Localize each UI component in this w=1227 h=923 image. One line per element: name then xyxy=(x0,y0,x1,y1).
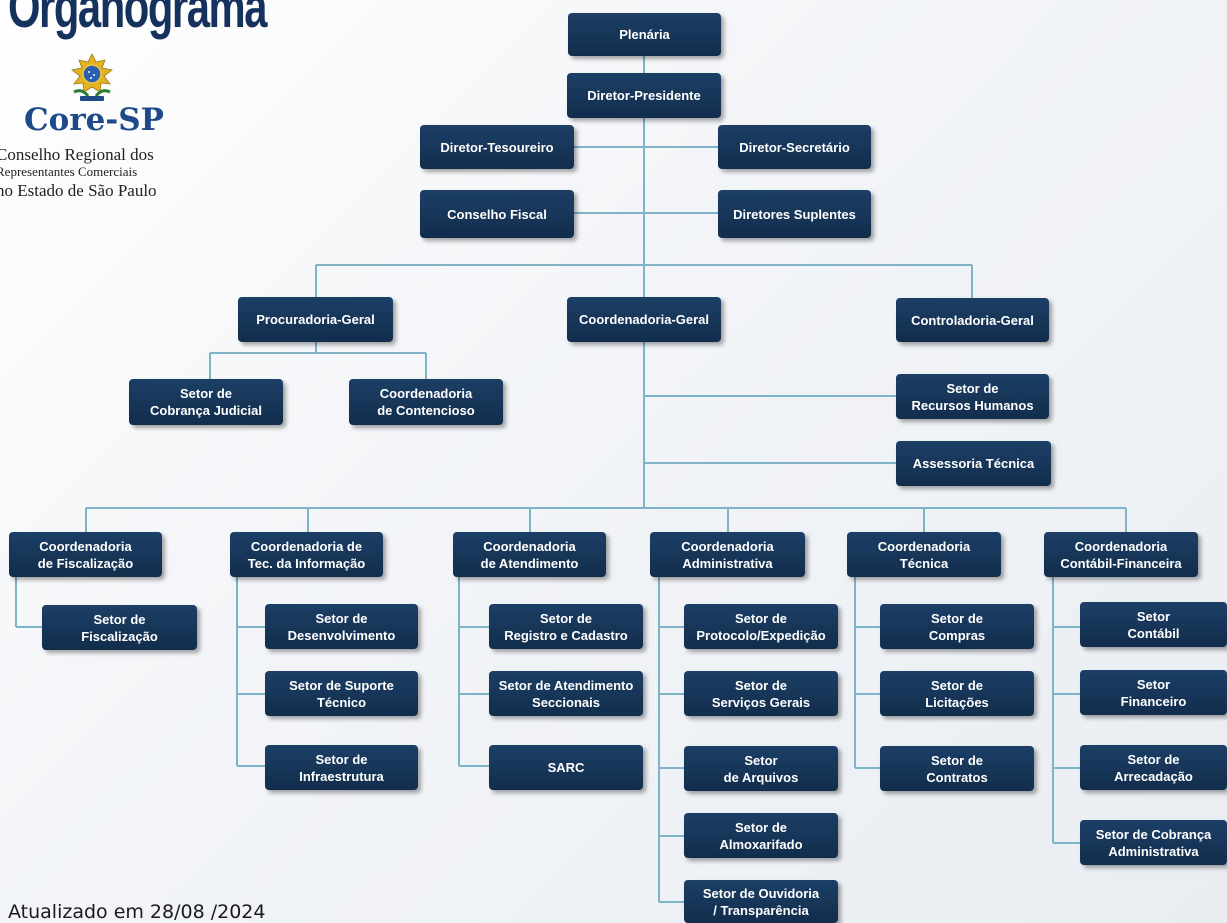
logo-line-1: Conselho Regional dos xyxy=(0,145,154,164)
node-setor-atendimento-seccionais: Setor de Atendimento Seccionais xyxy=(489,671,643,716)
node-setor-infraestrutura: Setor de Infraestrutura xyxy=(265,745,418,790)
node-diretores-suplentes: Diretores Suplentes xyxy=(718,190,871,238)
logo-name: Core-SP xyxy=(24,102,164,138)
node-setor-licitacoes: Setor de Licitações xyxy=(880,671,1034,716)
logo-line-3: no Estado de São Paulo xyxy=(0,181,157,200)
node-coord-tecnica: Coordenadoria Técnica xyxy=(847,532,1001,577)
node-setor-fiscalizacao: Setor de Fiscalização xyxy=(42,605,197,650)
node-conselho-fiscal: Conselho Fiscal xyxy=(420,190,574,238)
node-setor-desenvolvimento: Setor de Desenvolvimento xyxy=(265,604,418,649)
node-setor-recursos-humanos: Setor de Recursos Humanos xyxy=(896,374,1049,419)
node-setor-arrecadacao: Setor de Arrecadação xyxy=(1080,745,1227,790)
node-diretor-tesoureiro: Diretor-Tesoureiro xyxy=(420,125,574,169)
node-coord-administrativa: Coordenadoria Administrativa xyxy=(650,532,805,577)
node-setor-almoxarifado: Setor de Almoxarifado xyxy=(684,813,838,858)
node-coordenadoria-geral: Coordenadoria-Geral xyxy=(567,297,721,342)
node-sarc: SARC xyxy=(489,745,643,790)
node-plenaria: Plenária xyxy=(568,13,721,56)
node-setor-contabil: Setor Contábil xyxy=(1080,602,1227,647)
updated-date: Atualizado em 28/08 /2024 xyxy=(8,901,266,923)
node-setor-servicos-gerais: Setor de Serviços Gerais xyxy=(684,671,838,716)
brazil-coat-of-arms-icon xyxy=(71,53,113,101)
node-setor-cobranca-judicial: Setor de Cobrança Judicial xyxy=(129,379,283,425)
node-coord-fiscalizacao: Coordenadoria de Fiscalização xyxy=(9,532,162,577)
node-setor-ouvidoria: Setor de Ouvidoria / Transparência xyxy=(684,880,838,923)
node-coord-contabil-financeira: Coordenadoria Contábil-Financeira xyxy=(1044,532,1198,577)
node-setor-registro-cadastro: Setor de Registro e Cadastro xyxy=(489,604,643,649)
page-title: Organograma xyxy=(8,0,267,40)
node-procuradoria-geral: Procuradoria-Geral xyxy=(238,297,393,342)
node-coordenadoria-contencioso: Coordenadoria de Contencioso xyxy=(349,379,503,425)
node-coord-atendimento: Coordenadoria de Atendimento xyxy=(453,532,606,577)
logo-line-2: Representantes Comerciais xyxy=(0,164,138,179)
core-sp-logo: Core-SP Conselho Regional dos Representa… xyxy=(0,52,200,202)
node-setor-protocolo-expedicao: Setor de Protocolo/Expedição xyxy=(684,604,838,649)
node-setor-financeiro: Setor Financeiro xyxy=(1080,670,1227,715)
node-controladoria-geral: Controladoria-Geral xyxy=(896,298,1049,342)
node-setor-arquivos: Setor de Arquivos xyxy=(684,746,838,791)
node-setor-compras: Setor de Compras xyxy=(880,604,1034,649)
node-setor-cobranca-administrativa: Setor de Cobrança Administrativa xyxy=(1080,820,1227,865)
node-diretor-secretario: Diretor-Secretário xyxy=(718,125,871,169)
node-setor-suporte-tecnico: Setor de Suporte Técnico xyxy=(265,671,418,716)
node-coord-ti: Coordenadoria de Tec. da Informação xyxy=(230,532,383,577)
node-setor-contratos: Setor de Contratos xyxy=(880,746,1034,791)
node-assessoria-tecnica: Assessoria Técnica xyxy=(896,441,1051,486)
node-diretor-presidente: Diretor-Presidente xyxy=(567,73,721,118)
